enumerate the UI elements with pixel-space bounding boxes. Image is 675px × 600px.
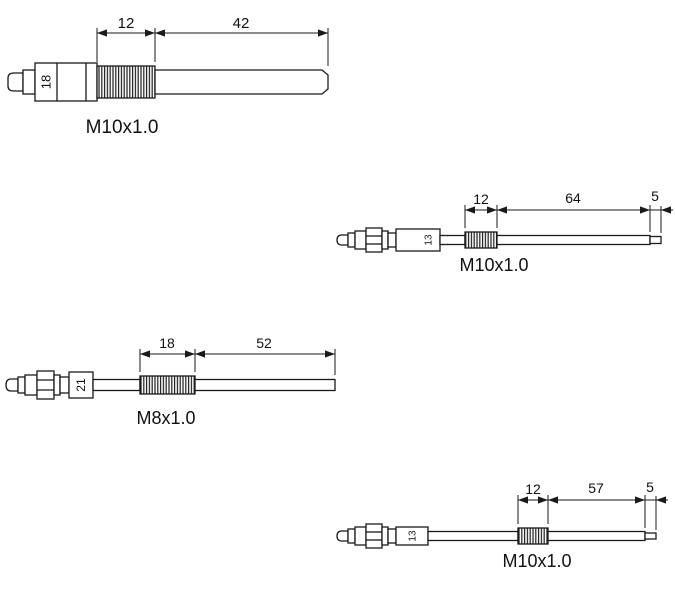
drawing-glow-plug-3: 21 18 52 M8x1.0 bbox=[5, 335, 336, 428]
nut bbox=[24, 374, 38, 396]
collar bbox=[17, 376, 26, 394]
spacer bbox=[387, 232, 397, 248]
plug-3-outline bbox=[5, 370, 336, 400]
thread-spec-label: M10x1.0 bbox=[459, 255, 528, 275]
terminal-pin bbox=[5, 378, 19, 392]
terminal-pin bbox=[336, 530, 349, 542]
rod-segment bbox=[547, 530, 646, 542]
washer bbox=[53, 374, 61, 396]
plug-2-outline bbox=[336, 227, 662, 253]
dim-probe-length: 52 bbox=[256, 335, 272, 351]
tip-nub bbox=[644, 532, 657, 540]
hex-nut bbox=[365, 523, 383, 549]
collar bbox=[22, 69, 36, 95]
rod-segment bbox=[439, 234, 466, 246]
body-size-label: 21 bbox=[74, 378, 88, 392]
rod-segment bbox=[427, 530, 519, 542]
body-size-label: 13 bbox=[424, 234, 435, 246]
body-size-label: 13 bbox=[408, 530, 419, 542]
thread-spec-label: M10x1.0 bbox=[502, 551, 571, 571]
dim-thread-length: 12 bbox=[118, 15, 135, 32]
terminal-pin bbox=[7, 72, 24, 92]
drawing-glow-plug-1: 18 12 42 M10x1.0 bbox=[7, 15, 329, 138]
dim-thread-length: 12 bbox=[473, 191, 489, 207]
collar bbox=[347, 232, 356, 248]
plug-4-dimensions: 12 57 5 bbox=[517, 479, 668, 530]
terminal-pin bbox=[336, 234, 349, 246]
plug-4-outline bbox=[336, 523, 657, 549]
rod-segment bbox=[496, 234, 651, 246]
body-size-label: 18 bbox=[39, 75, 54, 89]
dim-tip-length: 5 bbox=[651, 188, 659, 204]
spacer bbox=[387, 528, 397, 544]
thread-section bbox=[139, 375, 196, 395]
hex-nut bbox=[36, 370, 55, 400]
plug-1-outline bbox=[7, 62, 329, 102]
dim-probe-length: 64 bbox=[565, 190, 581, 206]
thread-spec-label: M10x1.0 bbox=[86, 117, 159, 138]
thread-section bbox=[517, 527, 549, 545]
hex-body bbox=[34, 62, 98, 102]
rod-segment bbox=[92, 378, 141, 392]
probe-rod bbox=[154, 69, 329, 95]
plug-1-dimensions: 12 42 bbox=[96, 15, 329, 66]
rod-segment bbox=[194, 378, 336, 392]
washer bbox=[381, 230, 389, 250]
dim-tip-length: 5 bbox=[646, 479, 654, 495]
shell-body bbox=[68, 371, 94, 399]
thread-section bbox=[464, 231, 498, 249]
drawing-glow-plug-2: 13 12 64 5 M10x1.0 bbox=[336, 188, 673, 275]
plug-3-dimensions: 18 52 bbox=[139, 335, 336, 375]
nut bbox=[354, 230, 367, 250]
drawing-glow-plug-4: 13 12 57 5 M10x1.0 bbox=[336, 479, 668, 571]
tip-nub bbox=[649, 235, 662, 245]
spacer bbox=[59, 376, 70, 394]
thread-section bbox=[96, 65, 156, 99]
collar bbox=[347, 528, 356, 544]
nut bbox=[354, 526, 367, 546]
hex-nut bbox=[365, 227, 383, 253]
dim-probe-length: 42 bbox=[233, 15, 250, 32]
thread-spec-label: M8x1.0 bbox=[136, 408, 195, 428]
plug-2-dimensions: 12 64 5 bbox=[464, 188, 673, 233]
dim-probe-length: 57 bbox=[588, 480, 604, 496]
dim-thread-length: 18 bbox=[159, 335, 175, 351]
washer bbox=[381, 526, 389, 546]
dim-thread-length: 12 bbox=[525, 481, 541, 497]
